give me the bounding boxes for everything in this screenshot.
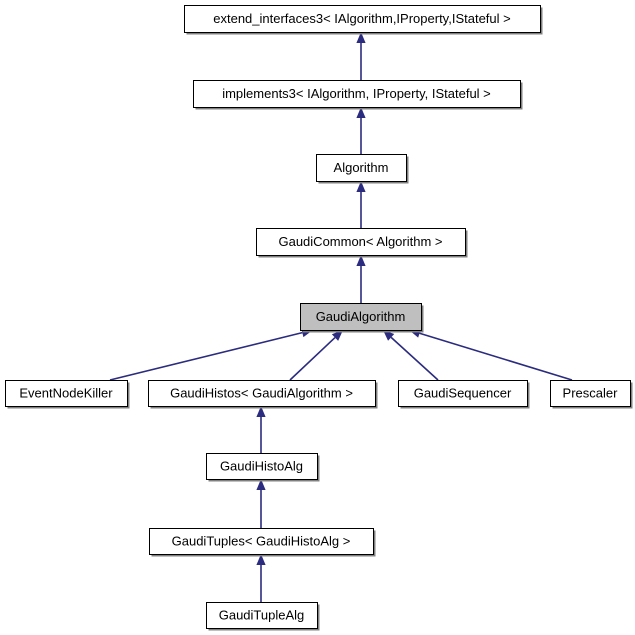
node-label: GaudiAlgorithm xyxy=(316,309,406,324)
inheritance-arrowhead-icon xyxy=(356,32,366,43)
inheritance-edge xyxy=(109,328,313,381)
class-node-implements3[interactable]: implements3< IAlgorithm, IProperty, ISta… xyxy=(193,80,523,110)
node-label: implements3< IAlgorithm, IProperty, ISta… xyxy=(222,86,491,101)
inheritance-edge xyxy=(356,181,366,228)
node-box[interactable] xyxy=(398,380,528,407)
inheritance-edge xyxy=(256,406,266,453)
node-label: GaudiHistoAlg xyxy=(220,458,303,473)
node-box[interactable] xyxy=(206,602,318,629)
inheritance-edge xyxy=(383,330,439,381)
inheritance-arrowhead-icon xyxy=(356,255,366,266)
edge-line xyxy=(289,336,336,381)
inheritance-edge xyxy=(356,32,366,80)
node-box[interactable] xyxy=(316,154,407,182)
node-label: extend_interfaces3< IAlgorithm,IProperty… xyxy=(213,11,510,26)
node-box[interactable] xyxy=(550,380,631,407)
inheritance-arrowhead-icon xyxy=(331,330,343,341)
class-node-gaudialgorithm[interactable]: GaudiAlgorithm xyxy=(300,303,424,333)
class-node-gaudihistoalg[interactable]: GaudiHistoAlg xyxy=(206,453,320,482)
inheritance-arrowhead-icon xyxy=(256,554,266,565)
inheritance-edge xyxy=(256,554,266,602)
inheritance-arrowhead-icon xyxy=(356,107,366,118)
inheritance-edge xyxy=(289,330,343,381)
node-box[interactable] xyxy=(184,5,541,33)
inheritance-arrowhead-icon xyxy=(383,330,395,341)
inheritance-arrowhead-icon xyxy=(256,406,266,417)
inheritance-edge xyxy=(409,328,573,381)
node-label: Algorithm xyxy=(334,160,389,175)
class-node-extend_interfaces3[interactable]: extend_interfaces3< IAlgorithm,IProperty… xyxy=(184,5,543,35)
nodes-layer: extend_interfaces3< IAlgorithm,IProperty… xyxy=(5,5,633,631)
class-node-gaudicommon[interactable]: GaudiCommon< Algorithm > xyxy=(256,228,468,258)
inheritance-edge xyxy=(356,107,366,154)
class-node-gaudihistos[interactable]: GaudiHistos< GaudiAlgorithm > xyxy=(148,380,378,409)
node-box[interactable] xyxy=(300,303,422,331)
node-label: GaudiTuples< GaudiHistoAlg > xyxy=(172,533,351,548)
class-node-gaudisequencer[interactable]: GaudiSequencer xyxy=(398,380,530,409)
class-node-eventnodekiller[interactable]: EventNodeKiller xyxy=(5,380,130,409)
node-box[interactable] xyxy=(149,528,374,555)
node-label: GaudiHistos< GaudiAlgorithm > xyxy=(170,385,353,400)
node-label: EventNodeKiller xyxy=(19,385,113,400)
node-box[interactable] xyxy=(193,80,521,108)
class-node-algorithm[interactable]: Algorithm xyxy=(316,154,409,184)
edge-line xyxy=(109,331,303,381)
node-box[interactable] xyxy=(5,380,128,407)
class-node-prescaler[interactable]: Prescaler xyxy=(550,380,633,409)
node-label: GaudiCommon< Algorithm > xyxy=(278,234,442,249)
inheritance-arrowhead-icon xyxy=(256,479,266,490)
edge-line xyxy=(419,332,573,381)
node-box[interactable] xyxy=(148,380,376,407)
node-label: Prescaler xyxy=(563,385,619,400)
node-box[interactable] xyxy=(206,453,318,480)
node-label: GaudiSequencer xyxy=(414,385,512,400)
node-box[interactable] xyxy=(256,228,466,256)
node-label: GaudiTupleAlg xyxy=(219,607,305,622)
edge-line xyxy=(390,336,439,381)
inheritance-arrowhead-icon xyxy=(356,181,366,192)
class-node-gaudituples[interactable]: GaudiTuples< GaudiHistoAlg > xyxy=(149,528,376,557)
inheritance-edge xyxy=(356,255,366,303)
class-node-gaudituplealg[interactable]: GaudiTupleAlg xyxy=(206,602,320,631)
edges-layer xyxy=(109,32,573,602)
inheritance-edge xyxy=(256,479,266,528)
